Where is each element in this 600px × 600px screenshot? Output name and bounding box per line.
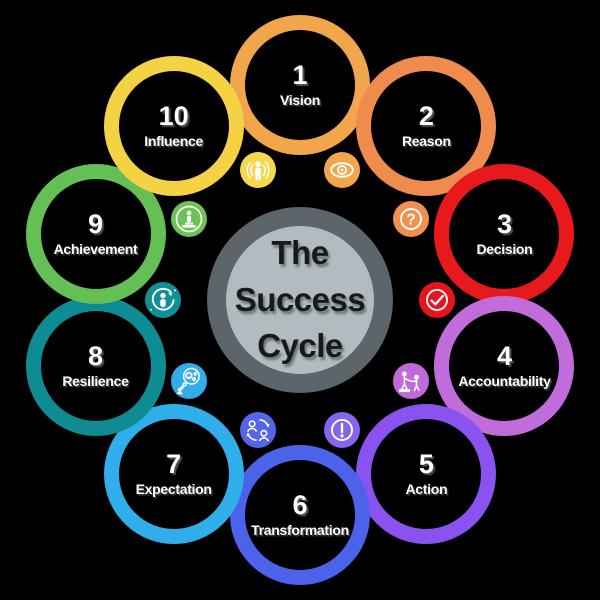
checkmark-icon [419,282,455,318]
step-label: Expectation [135,480,212,497]
person-radiate-icon [239,151,276,188]
step-number: 10 [158,101,189,132]
center-circle: The Success Cycle [207,207,393,393]
podium-winner-icon [171,201,208,238]
step-ring-vision: 1 Vision [230,15,370,155]
step-label: Action [405,480,448,497]
step-number: 7 [166,448,182,479]
step-ring-transformation: 6 Transformation [230,445,370,585]
step-number: 8 [88,341,104,372]
question-mark-icon: ? [392,201,429,238]
diagram-title: The Success Cycle [234,230,366,371]
step-number: 4 [496,341,512,372]
step-label: Resilience [62,373,129,390]
person-cycle-icon [145,282,181,318]
step-ring-decision: 3 Decision [434,163,575,304]
step-label: Reason [401,133,451,150]
exclamation-mark-icon [324,412,361,449]
step-ring-action: 5 Action [356,403,497,544]
title-line-3: Cycle [257,327,343,365]
step-label: Achievement [53,240,138,257]
step-label: Decision [476,240,533,257]
step-number: 9 [88,208,104,239]
step-number: 2 [418,101,434,132]
helping-hand-icon [392,362,429,399]
thought-bubble-icon [171,362,208,399]
step-label: Accountability [458,373,551,390]
step-label: Vision [280,92,320,108]
people-sync-icon [239,412,276,449]
title-line-2: Success [234,280,366,318]
step-number: 5 [418,448,434,479]
step-label: Transformation [251,522,349,538]
step-number: 1 [292,60,308,90]
eye-icon [324,151,361,188]
step-label: Influence [144,133,203,150]
svg-text:?: ? [406,212,416,229]
step-number: 3 [496,208,512,239]
step-number: 6 [292,490,308,520]
step-ring-resilience: 8 Resilience [25,296,166,437]
title-line-1: The [271,233,329,271]
step-ring-influence: 10 Influence [103,56,244,197]
